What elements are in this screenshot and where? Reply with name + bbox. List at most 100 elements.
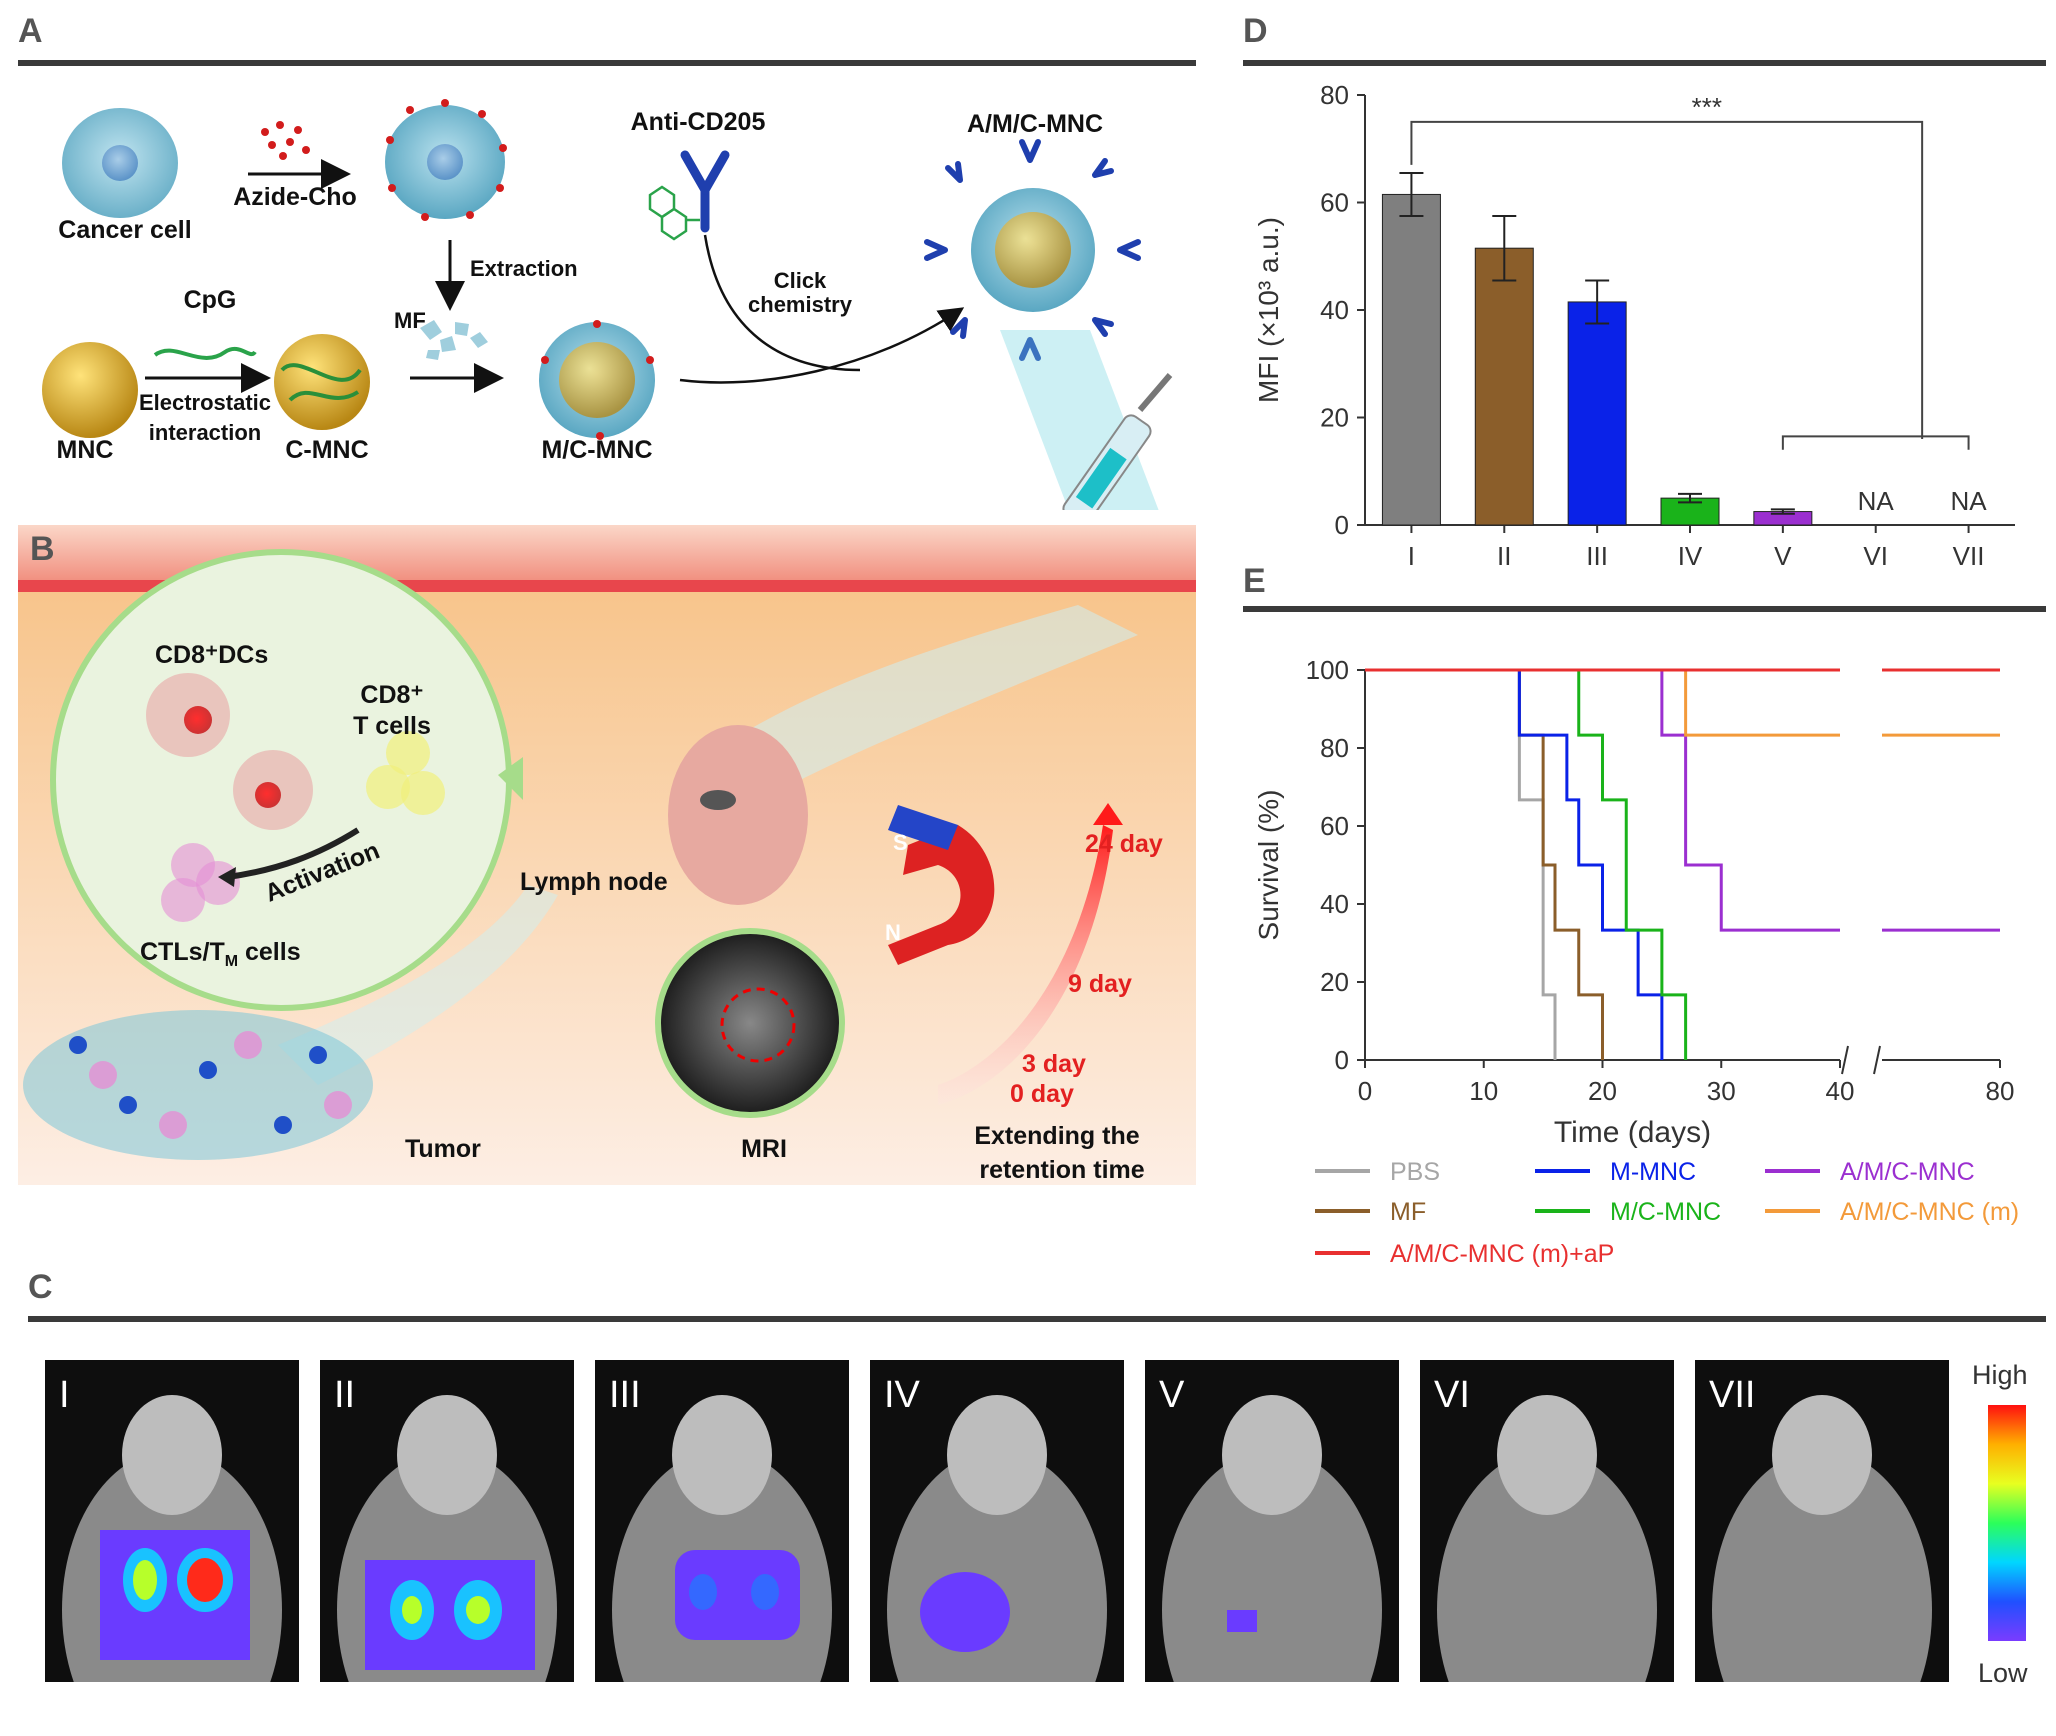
mouse-label-vii: VII — [1709, 1374, 1756, 1416]
click-linker-icon — [648, 185, 700, 241]
mouse-image-ii: II — [320, 1360, 574, 1682]
x-tick-label: 30 — [1707, 1076, 1736, 1106]
signal-overlay-v — [1227, 1610, 1257, 1632]
panel-letter-d: D — [1243, 12, 1268, 50]
cd8-t-label-2: T cells — [353, 712, 431, 740]
y-tick-label: 40 — [1320, 295, 1349, 325]
mouse-image-iv: IV — [870, 1360, 1124, 1682]
mouse-image-v: V — [1145, 1360, 1399, 1682]
legend-label-a-m-c-mnc-m-: A/M/C-MNC (m) — [1840, 1198, 2019, 1226]
series-line-m-c-mnc — [1365, 668, 1688, 1060]
na-label: NA — [1858, 486, 1895, 516]
signal-overlay-i — [100, 1530, 250, 1660]
y-tick-label: 80 — [1320, 80, 1349, 110]
mouse-image-vi: VI — [1420, 1360, 1674, 1682]
legend-label-a-m-c-mnc: A/M/C-MNC — [1840, 1158, 1975, 1186]
labeled-cell-icon — [385, 99, 507, 221]
azide-cho-dots-icon — [261, 121, 310, 160]
y-tick-label: 60 — [1320, 188, 1349, 218]
x-tick-label: 0 — [1358, 1076, 1372, 1106]
series-line-a-m-c-mnc — [1365, 668, 1840, 932]
x-axis-label: Time (days) — [1554, 1116, 1711, 1149]
mouse-label-v: V — [1159, 1374, 1185, 1416]
mouse-label-vi: VI — [1434, 1374, 1470, 1416]
bar-iv — [1660, 497, 1720, 526]
day-0-label: 0 day — [1010, 1080, 1074, 1108]
mouse-image-i: I — [45, 1360, 299, 1682]
significance-label: *** — [1692, 92, 1722, 122]
intensity-color-scale — [1988, 1405, 2026, 1641]
extraction-label: Extraction — [470, 256, 578, 281]
syringe-icon — [1062, 373, 1173, 510]
cpg-label: CpG — [183, 286, 237, 314]
mnc-particle-icon — [42, 342, 138, 438]
y-tick-label: 0 — [1335, 1045, 1349, 1075]
x-tick-label: 40 — [1826, 1076, 1855, 1106]
y-tick-label: 100 — [1306, 655, 1349, 685]
x-tick-label: VII — [1953, 541, 1985, 571]
day-24-label: 24 day — [1085, 830, 1163, 858]
bar-i — [1381, 193, 1441, 526]
na-label: NA — [1951, 486, 1988, 516]
signal-overlay-iv — [920, 1572, 1010, 1652]
amc-mnc-particle-icon — [924, 139, 1141, 361]
amc-mnc-title-label: A/M/C-MNC — [966, 110, 1104, 138]
azide-cho-label: Azide-Cho — [233, 183, 357, 211]
x-tick-label: IV — [1678, 541, 1703, 571]
x-tick-label: VI — [1863, 541, 1888, 571]
group-bracket — [1781, 435, 1970, 450]
panel-a-illustration — [42, 99, 1173, 510]
intensity-scale-high: High — [1972, 1360, 2028, 1390]
cancer-cell-label: Cancer cell — [58, 216, 192, 244]
panel-letter-a: A — [18, 12, 43, 50]
y-tick-label: 40 — [1320, 889, 1349, 919]
axis-break-mark — [1841, 1045, 1849, 1075]
intensity-scale-low: Low — [1978, 1658, 2028, 1688]
mouse-label-ii: II — [334, 1374, 356, 1416]
x-tick-label: III — [1586, 541, 1608, 571]
magnet-n-label: N — [885, 920, 901, 945]
electrostatic-label: Electrostatic — [138, 390, 272, 415]
mouse-image-vii: VII — [1695, 1360, 1949, 1682]
series-line-m-mnc — [1365, 668, 1664, 1060]
mri-image-icon — [655, 928, 845, 1118]
legend-label-m-c-mnc: M/C-MNC — [1610, 1198, 1721, 1226]
mc-mnc-label: M/C-MNC — [541, 436, 653, 464]
legend-label-pbs: PBS — [1390, 1158, 1440, 1186]
y-axis-label: MFI (×10³ a.u.) — [1253, 217, 1284, 403]
day-9-label: 9 day — [1068, 970, 1132, 998]
magnet-s-label: S — [893, 830, 908, 855]
x-tick-label: 10 — [1469, 1076, 1498, 1106]
panel-letter-c: C — [28, 1268, 53, 1306]
anti-cd205-antibody-icon — [680, 150, 730, 233]
signal-overlay-iii — [675, 1550, 800, 1640]
cd8-dcs-label: CD8⁺DCs — [155, 641, 269, 669]
c-mnc-particle-icon — [274, 334, 370, 430]
legend-label-m-mnc: M-MNC — [1610, 1158, 1696, 1186]
lymph-node-label: Lymph node — [520, 868, 668, 896]
panel-d-rule — [1243, 60, 2046, 66]
ctls-label: CTLs/TM cells — [140, 938, 301, 970]
cd8-t-label-1: CD8⁺ — [360, 681, 424, 709]
y-tick-label: 20 — [1320, 967, 1349, 997]
click-label: Click — [773, 268, 827, 293]
mouse-label-iv: IV — [884, 1374, 920, 1416]
tumor-label: Tumor — [405, 1135, 481, 1163]
chemistry-label: chemistry — [748, 292, 852, 317]
y-tick-label: 20 — [1320, 403, 1349, 433]
series-line-mf — [1365, 668, 1604, 1060]
extending-label-1: Extending the — [974, 1122, 1140, 1150]
signal-overlay-ii — [365, 1560, 535, 1670]
bar-iii — [1567, 301, 1627, 526]
panel-b-illustration — [18, 525, 1196, 1185]
mnc-label: MNC — [56, 436, 114, 464]
extending-label-2: retention time — [979, 1156, 1145, 1184]
legend-label-mf: MF — [1390, 1198, 1426, 1226]
interaction-label: interaction — [148, 420, 262, 445]
bar-ii — [1474, 247, 1534, 526]
mc-mnc-particle-icon — [539, 320, 655, 440]
c-mnc-label: C-MNC — [285, 436, 369, 464]
axis-break-mark — [1873, 1045, 1881, 1075]
panel-letter-e: E — [1243, 562, 1266, 600]
